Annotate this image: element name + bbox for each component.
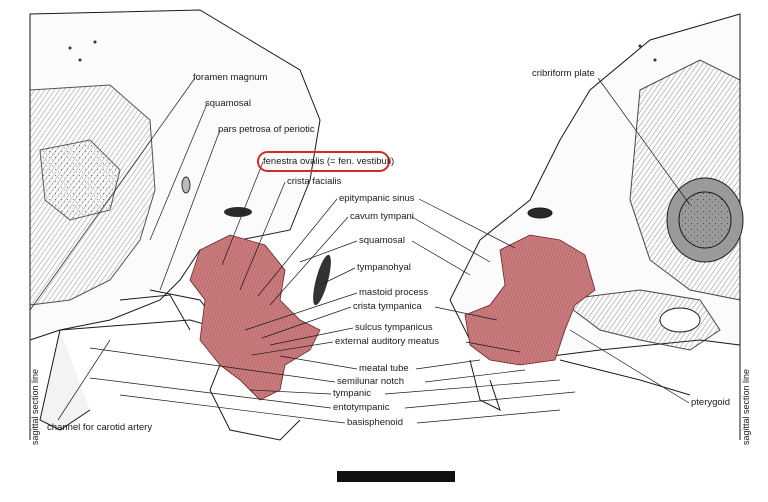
label-sagittal-right: sagittal section line	[741, 368, 751, 445]
label-crista-facialis: crista facialis	[287, 176, 342, 187]
label-sagittal-left: sagittal section line	[30, 368, 40, 445]
label-epitympanic-sinus: epitympanic sinus	[339, 193, 415, 204]
label-crista-tympanica: crista tympanica	[353, 301, 422, 312]
label-cribriform-plate: cribriform plate	[532, 68, 595, 79]
scale-bar	[337, 471, 455, 482]
label-sulcus-tympanicus: sulcus tympanicus	[355, 322, 433, 333]
label-mastoid-process: mastoid process	[359, 287, 429, 298]
right-skull-half	[449, 13, 744, 440]
label-basisphenoid: basisphenoid	[347, 417, 403, 428]
label-tympanic: tympanic	[333, 388, 372, 399]
label-fenestra-ovalis: fenestra ovalis (= fen. vestibuli)	[263, 156, 395, 167]
label-channel-carotid: channel for carotid artery	[47, 422, 153, 433]
right-tympanic-bulla	[464, 234, 596, 366]
highlight-ring	[257, 151, 390, 172]
leader-lines	[29, 77, 691, 424]
left-skull-half	[29, 9, 321, 441]
label-pterygoid: pterygoid	[691, 397, 731, 408]
label-pars-petrosa: pars petrosa of periotic	[218, 124, 315, 135]
label-cavum-tympani: cavum tympani	[350, 211, 414, 222]
left-foramina	[68, 40, 657, 306]
label-meatal-tube: meatal tube	[359, 363, 409, 374]
left-tympanic-bulla	[189, 234, 321, 401]
label-tympanohyal: tympanohyal	[357, 262, 411, 273]
label-semilunar-notch: semilunar notch	[337, 376, 405, 387]
label-entotympanic: entotympanic	[333, 402, 390, 413]
label-squamosal-mid: squamosal	[359, 235, 405, 246]
label-foramen-magnum: foramen magnum	[193, 72, 268, 83]
label-squamosal-top: squamosal	[205, 98, 251, 109]
label-external-auditory-meatus: external auditory meatus	[335, 336, 440, 347]
